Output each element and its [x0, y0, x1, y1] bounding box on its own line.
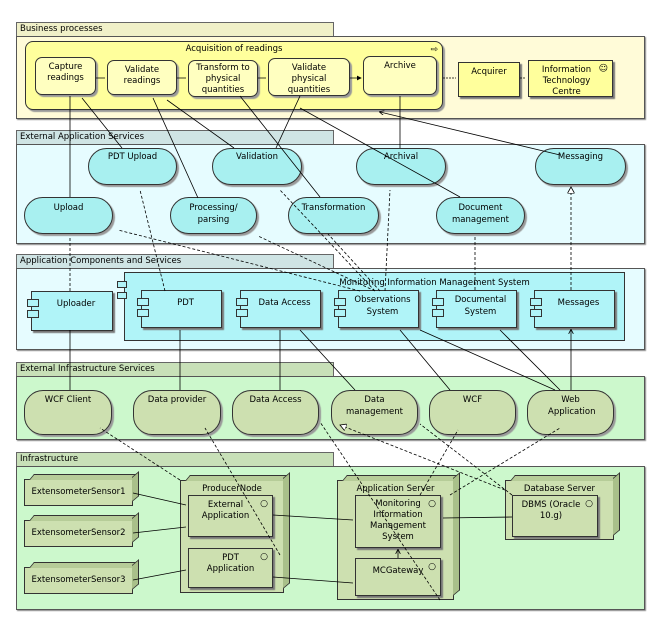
group-label: Acquisition of readings	[185, 44, 283, 54]
layer-tab-infra: Infrastructure	[16, 452, 334, 466]
layer-tab-app: Application Components and Services	[16, 254, 334, 268]
component-icon	[27, 310, 39, 318]
component-icon	[432, 309, 444, 317]
system-external-application[interactable]: External Application ○	[188, 495, 273, 537]
component-icon	[334, 309, 346, 317]
system-software-icon: ○	[428, 562, 436, 572]
component-observations[interactable]: Observations System	[334, 290, 419, 328]
layer-tab-ext-app: External Application Services	[16, 130, 334, 144]
system-software-icon: ○	[585, 499, 593, 509]
label: MCGateway	[372, 566, 424, 576]
label: DBMS (Oracle 10.g)	[521, 500, 581, 521]
service-wcf[interactable]: WCF	[429, 390, 516, 435]
group-label: Monitoring Information Management System	[339, 278, 530, 288]
process-arrow-icon: ⇨	[430, 45, 438, 55]
label: Archive	[384, 61, 416, 71]
label: ExtensometerSensor1	[31, 487, 126, 497]
system-pdt-application[interactable]: PDT Application ○	[188, 548, 273, 588]
process-capture[interactable]: Capture readings	[35, 57, 96, 95]
label: Documental System	[454, 295, 507, 317]
label: Application Server	[356, 484, 435, 494]
label: ExtensometerSensor3	[31, 575, 126, 585]
label: External Application	[201, 500, 250, 521]
system-mcgateway[interactable]: MCGateway ○	[355, 558, 441, 596]
system-software-icon: ○	[260, 552, 268, 562]
actor-itc[interactable]: Information Technology Centre ☺	[528, 60, 613, 97]
label: PDT	[177, 298, 194, 308]
process-validate[interactable]: Validate readings	[107, 60, 177, 95]
component-documental[interactable]: Documental System	[432, 290, 517, 328]
service-data-access[interactable]: Data Access	[232, 390, 319, 435]
component-icon	[27, 299, 39, 307]
service-processing[interactable]: Processing/ parsing	[170, 197, 257, 234]
label: Validate readings	[123, 65, 161, 86]
component-icon	[117, 281, 127, 288]
component-data-access[interactable]: Data Access	[236, 290, 321, 328]
service-upload[interactable]: Upload	[24, 197, 113, 234]
label: ProducerNode	[202, 484, 262, 494]
process-validate-physical[interactable]: Validate physical quantities	[268, 58, 350, 96]
used-by-edge	[69, 330, 571, 391]
label: Uploader	[56, 299, 96, 309]
service-archival[interactable]: Archival	[356, 148, 446, 185]
component-icon	[530, 309, 542, 317]
label: Messages	[557, 298, 600, 308]
process-transform[interactable]: Transform to physical quantities	[188, 60, 258, 97]
process-archive[interactable]: Archive	[363, 56, 437, 95]
sensor-1[interactable]: ExtensometerSensor1	[24, 479, 133, 506]
component-pdt[interactable]: PDT	[137, 290, 222, 328]
service-messaging[interactable]: Messaging	[535, 148, 626, 185]
component-icon	[236, 298, 248, 306]
component-icon	[236, 309, 248, 317]
component-icon	[137, 298, 149, 306]
sensor-3[interactable]: ExtensometerSensor3	[24, 567, 133, 594]
label: Information Technology Centre	[541, 65, 592, 97]
service-document-management[interactable]: Document management	[436, 197, 525, 234]
service-validation[interactable]: Validation	[212, 148, 302, 185]
system-software-icon: ○	[428, 499, 436, 509]
system-dbms[interactable]: DBMS (Oracle 10.g) ○	[512, 495, 598, 537]
layer-tab-business: Business processes	[16, 22, 334, 36]
service-wcf-client[interactable]: WCF Client	[24, 390, 112, 435]
system-software-icon: ○	[260, 499, 268, 509]
service-data-provider[interactable]: Data provider	[133, 390, 221, 435]
realization-dashed-edges	[69, 187, 571, 601]
actor-icon: ☺	[598, 64, 608, 74]
role-acquirer[interactable]: Acquirer	[458, 62, 520, 97]
label: Transform to physical quantities	[196, 63, 250, 95]
component-uploader[interactable]: Uploader	[27, 291, 113, 331]
component-icon	[137, 309, 149, 317]
sensor-2[interactable]: ExtensometerSensor2	[24, 520, 133, 547]
service-web-application[interactable]: Web Application	[527, 390, 614, 435]
label: Data Access	[258, 298, 311, 308]
flow-edge	[132, 492, 513, 584]
label: Validate physical quantities	[287, 63, 331, 95]
label: PDT Application	[206, 553, 255, 574]
component-icon	[432, 298, 444, 306]
realization-edge	[69, 95, 561, 199]
component-icon	[334, 298, 346, 306]
label: Observations System	[354, 295, 411, 317]
label: Acquirer	[471, 67, 507, 77]
component-icon	[530, 298, 542, 306]
system-mims[interactable]: Monitoring Information Management System…	[355, 495, 441, 548]
service-transformation[interactable]: Transformation	[288, 197, 379, 234]
label: Capture readings	[47, 62, 84, 83]
service-pdt-upload[interactable]: PDT Upload	[88, 148, 177, 185]
component-icon	[117, 292, 127, 299]
layer-tab-ext-infra: External Infrastructure Services	[16, 362, 334, 376]
label: ExtensometerSensor2	[31, 528, 126, 538]
label: Database Server	[523, 484, 596, 494]
